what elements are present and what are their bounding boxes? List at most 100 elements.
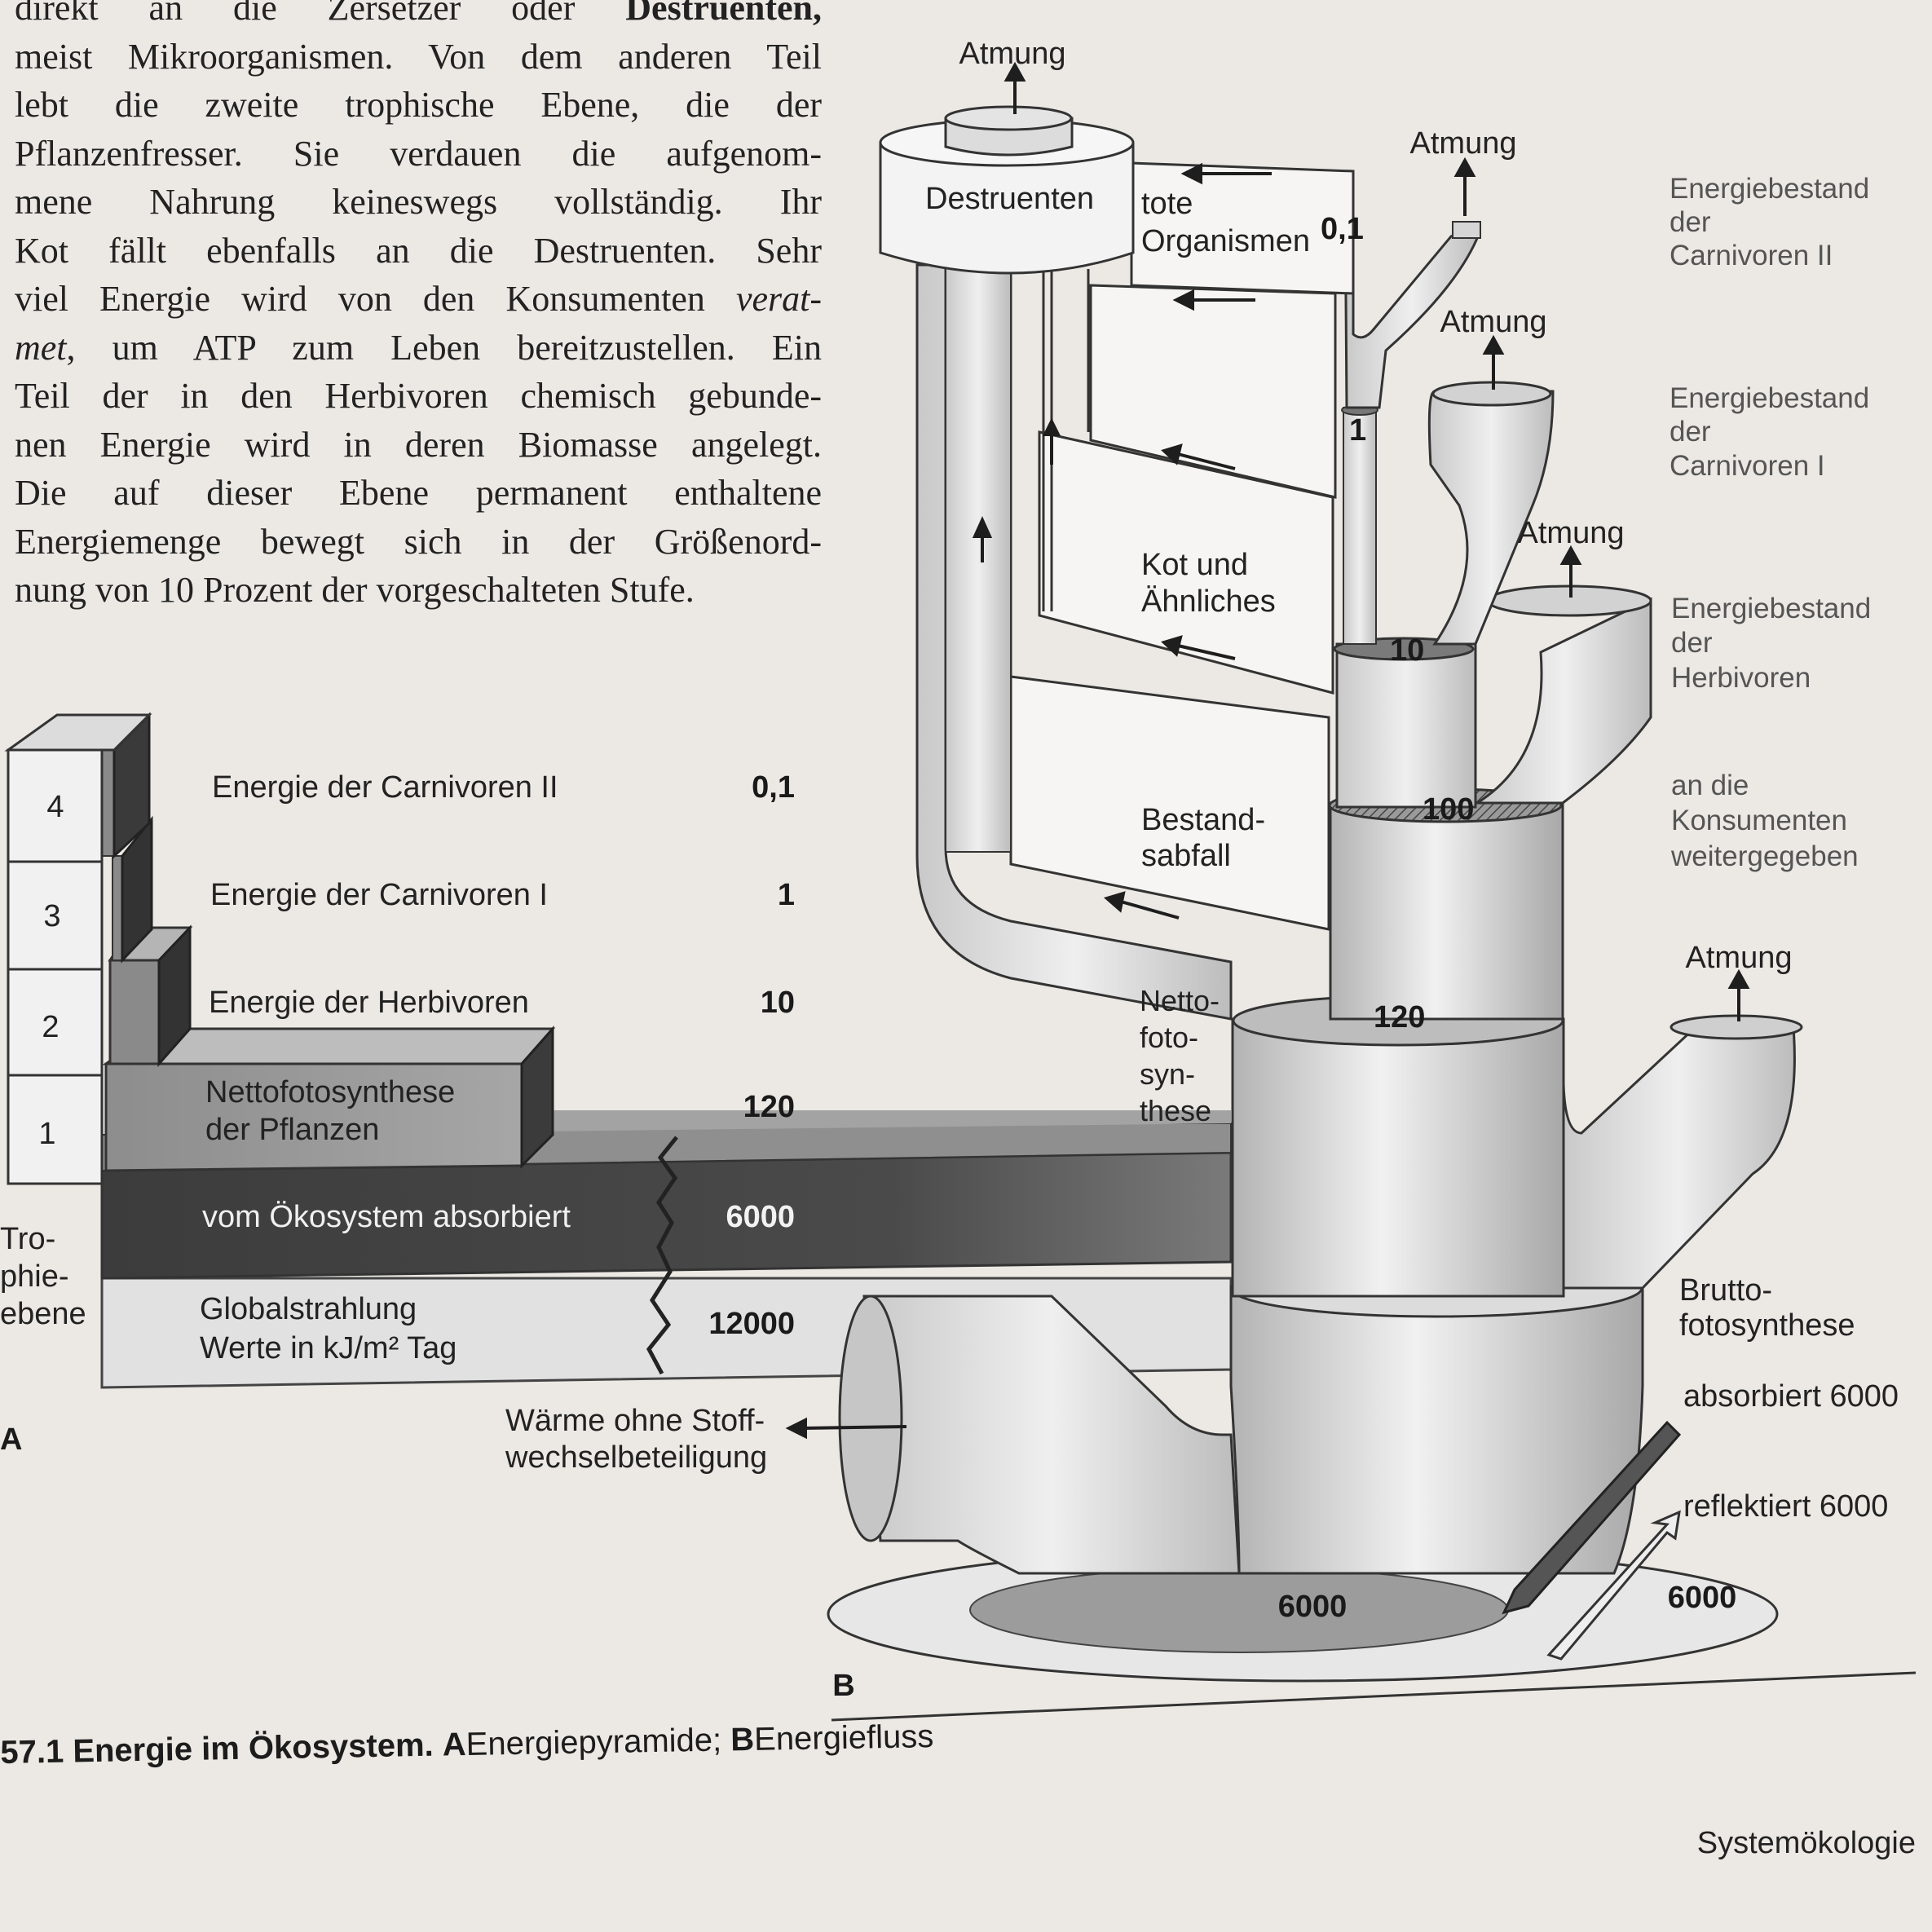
value-carnivoren-2: 0,1 [752,770,795,805]
panel-letter-a: A [0,1423,22,1457]
inner-ellipse [969,1567,1509,1653]
label-herb-2: der [1671,627,1713,659]
axis-label-3: ebene [0,1297,86,1331]
trophic-number-3: 3 [43,899,60,933]
trophic-box-2 [7,968,104,1077]
absorbed-arrow [1502,1420,1682,1615]
label-kot-2: Ähnliches [1141,584,1276,619]
label-destruenten: Destruenten [925,182,1094,216]
trophic-box-1 [7,1074,104,1185]
flow-arrows [785,61,1750,1440]
value-netto: 120 [743,1090,795,1124]
value-01: 0,1 [1321,212,1364,246]
para-line-13: nung von 10 Prozent der vorgeschalteten … [15,570,695,610]
value-120: 120 [1374,1000,1425,1034]
value-6000-reflected: 6000 [1668,1581,1737,1615]
para-line-11: Die auf dieser Ebene permanent enthalten… [15,473,822,513]
para-line-2: meist Mikroorganismen. Von dem anderen T… [15,36,822,77]
label-netto-1: Netto- [1140,984,1220,1017]
label-kot-1: Kot und [1141,548,1248,582]
caption-b-text: Energiefluss [753,1718,934,1758]
label-herbivoren: Energie der Herbivoren [209,986,529,1020]
para-line-7: viel Energie wird von den Konsumenten [15,279,705,319]
label-kons-1: an die [1671,770,1749,801]
label-brutto-2: fotosynthese [1679,1308,1855,1343]
label-carn2-3: Carnivoren II [1670,240,1833,271]
para-line-5: mene Nahrung keineswegs vollständig. Ihr [15,182,822,222]
label-netto-4: these [1140,1094,1211,1127]
label-kons-2: Konsumenten [1671,805,1847,836]
label-bestand-2: sabfall [1141,839,1231,873]
label-kons-3: weitergegeben [1670,840,1859,872]
value-global: 12000 [708,1307,795,1341]
label-netto-1: Nettofotosynthese [205,1075,455,1109]
label-waerme-1: Wärme ohne Stoff- [505,1404,765,1438]
panel-letter-b: B [832,1669,854,1703]
axis-label-2: phie- [0,1259,69,1294]
netto-column [1231,1017,1565,1298]
reflected-arrow [1546,1510,1681,1661]
atmung-pflanzen: Atmung [1686,941,1793,975]
atmung-carnivoren-1: Atmung [1440,305,1547,339]
value-1: 1 [1349,413,1366,448]
value-10: 10 [1390,633,1424,668]
label-carn1-1: Energiebestand [1670,382,1869,414]
label-carnivoren-2: Energie der Carnivoren II [212,770,558,805]
label-tote-2: Organismen [1141,224,1310,258]
waerme-pipe [862,1295,1241,1575]
label-tote-1: tote [1141,187,1193,221]
value-100: 100 [1423,792,1474,827]
caption-b: B [730,1721,755,1758]
value-absorbed: 6000 [726,1200,795,1234]
label-carn2-2: der [1670,206,1711,238]
band-netto-top [522,1110,1231,1135]
value-6000-ground: 6000 [1278,1590,1348,1624]
trophic-number-2: 2 [42,1010,59,1044]
label-global-2: Werte in kJ/m² Tag [200,1331,457,1365]
value-herbivoren: 10 [761,986,795,1020]
label-absorbiert: absorbiert 6000 [1683,1379,1899,1414]
label-global-1: Globalstrahlung [200,1292,417,1326]
page-footer: Systemökologie [1696,1826,1916,1860]
label-carnivoren-1: Energie der Carnivoren I [210,878,548,912]
caption-number: 57.1 [0,1733,64,1771]
label-carn2-1: Energiebestand [1670,173,1869,205]
para-line-6: Kot fällt ebenfalls an die Destruenten. … [15,230,822,271]
trophic-box-4 [7,748,104,863]
trophic-number-4: 4 [46,790,64,824]
axis-label-1: Tro- [0,1222,55,1256]
atmung-herbivoren: Atmung [1518,516,1625,550]
label-absorbed: vom Ökosystem absorbiert [202,1200,571,1234]
italic-term-start: verat- [735,279,822,319]
konsumenten-column [1329,801,1564,1021]
label-waerme-2: wechselbeteiligung [505,1440,767,1475]
energy-flow: Atmung Atmung Atmung Atmung Atmung Destr… [505,37,1917,1722]
body-paragraph: direkt an die Zersetzer oder Destruenten… [15,0,822,615]
label-bestand-1: Bestand- [1141,803,1265,837]
brutto-funnel [1229,1286,1644,1575]
para-line-12: Energiemenge bewegt sich in der Größenor… [15,521,822,562]
destruenten-drum [879,141,1135,275]
atmung-destruenten: Atmung [959,37,1066,71]
para-line-10: nen Energie wird in deren Biomasse angel… [15,424,822,465]
label-reflektiert: reflektiert 6000 [1683,1489,1888,1524]
para-line-4: Pflanzenfresser. Sie verdauen die aufgen… [15,133,822,174]
bold-term: Destruenten, [625,0,822,28]
para-line-3: lebt die zweite trophische Ebene, die de… [15,85,822,125]
para-line-9: Teil der in den Herbivoren chemisch gebu… [15,376,822,416]
panel-kot [1038,430,1334,695]
para-line-8-rest: , um ATP zum Leben bereitzustellen. Ein [66,327,822,368]
atmung-carnivoren-2: Atmung [1410,126,1517,161]
italic-term-end: met [15,327,67,368]
label-carn1-3: Carnivoren I [1670,450,1825,482]
caption-a: A [442,1727,467,1763]
destruenten-tube [915,263,1233,1021]
label-brutto-1: Brutto- [1679,1273,1772,1308]
trophic-box-3 [7,860,104,971]
para-line-1: direkt an die Zersetzer oder [15,0,576,28]
caption-a-text: Energiepyramide; [465,1722,722,1763]
tear-line [646,1136,678,1375]
label-netto-3: syn- [1140,1057,1195,1091]
label-herb-1: Energiebestand [1671,593,1871,624]
